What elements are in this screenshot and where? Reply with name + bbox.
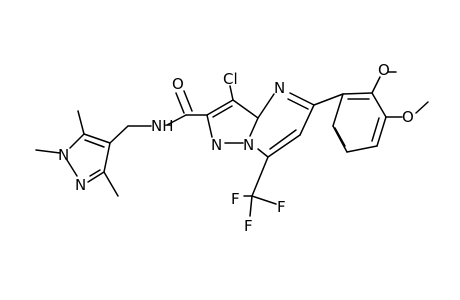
pyrimidine-nitrogen-label: N xyxy=(274,79,285,97)
fluorine-left-label: F xyxy=(231,190,240,208)
amide-nh-label: NH xyxy=(151,117,174,135)
bond-pz-n2-c3-inner xyxy=(89,169,101,177)
bond-pz-c3-c4 xyxy=(103,142,111,173)
bond-pz-c5-methyl xyxy=(77,110,85,135)
bond-c3a-n7a xyxy=(249,117,259,137)
bond-c5-aryl xyxy=(313,93,344,106)
pyrazole-n-methyl-label: N xyxy=(58,146,69,164)
methoxy-oxygen-top-label: O xyxy=(378,61,390,79)
bond-c2-c3-inner xyxy=(212,105,233,118)
bond-aryl-inner-2 xyxy=(371,117,380,142)
bond-aryl-5 xyxy=(332,125,348,153)
methoxy-oxygen-mid-label: O xyxy=(402,108,414,126)
bond-c3a-n4 xyxy=(257,93,275,119)
bond-c3-c3a xyxy=(232,99,259,119)
bond-carbonyl-amide xyxy=(166,114,187,126)
bond-ch2-pyrazole xyxy=(109,125,129,144)
bond-pz-n1-methyl xyxy=(35,149,61,154)
bond-pz-n2-c3 xyxy=(87,171,105,183)
bond-aryl-1 xyxy=(342,92,373,95)
bond-aryl-6 xyxy=(332,93,344,127)
bond-n4-c5 xyxy=(289,92,315,106)
bond-c2-n1 xyxy=(206,114,213,138)
fluorine-bottom-label: F xyxy=(244,217,253,235)
bridgehead-nitrogen-label: N xyxy=(243,136,254,154)
bond-aryl-4 xyxy=(346,145,378,153)
bond-pz-c3-methyl xyxy=(103,171,119,197)
bond-pz-n1-n2 xyxy=(66,159,78,177)
bond-aryl-inner-3 xyxy=(334,127,346,147)
bonds xyxy=(35,71,429,217)
bond-pz-c4-c5-inner xyxy=(84,139,105,148)
bond-c5-c6 xyxy=(299,104,315,136)
chlorine-label: Cl xyxy=(223,70,238,88)
bond-pz-c5-n1 xyxy=(69,133,85,149)
bond-c6-c7-inner xyxy=(269,129,297,150)
bond-c2-c3 xyxy=(206,99,234,116)
atom-labels: Cl O NH N N N O O F F F N N xyxy=(58,61,414,235)
bond-c6-c7 xyxy=(267,134,301,158)
bond-c7-n7a xyxy=(257,148,269,158)
fluorine-right-label: F xyxy=(277,198,286,216)
bond-aryl-3 xyxy=(376,116,387,147)
pyrazole-nitrogen-1-label: N xyxy=(211,136,222,154)
bond-aryl-o-top xyxy=(371,76,381,94)
bond-cf3-f-right xyxy=(251,195,277,205)
bond-cf3-f-bottom xyxy=(249,195,253,217)
bond-carbonyl-double-b xyxy=(183,90,193,112)
bond-c3-cl xyxy=(229,85,234,101)
bond-o-mid-ch3 xyxy=(415,101,429,114)
bond-c7-cf3 xyxy=(251,156,269,197)
bond-n4-c5-inner xyxy=(287,98,309,110)
carbonyl-oxygen-label: O xyxy=(172,75,184,93)
bond-carbonyl-double-a xyxy=(175,92,185,114)
bond-pz-c4-c5 xyxy=(83,133,111,144)
bond-aryl-2 xyxy=(371,92,387,118)
pyrazole-n-label: N xyxy=(75,176,86,194)
